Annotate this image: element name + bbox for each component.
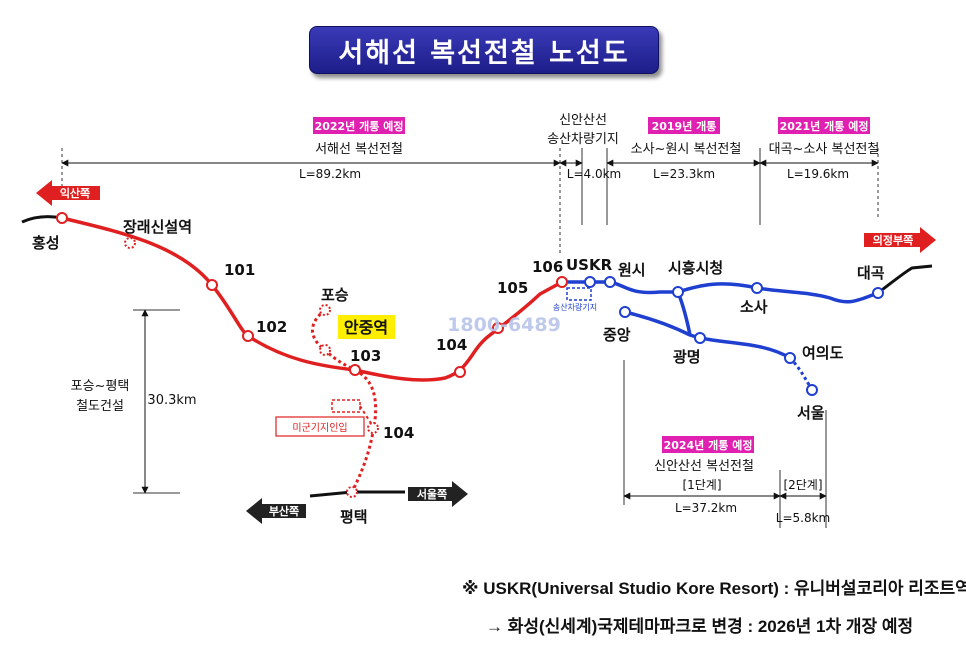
station-hongseong-marker	[56, 212, 68, 224]
station-anjung: 안중역	[344, 318, 388, 337]
section-sosa-wonsi-name: 소사~원시 복선전철	[631, 142, 742, 157]
station-gwangmyeong-marker	[694, 332, 706, 344]
station-anjung-marker	[319, 344, 331, 356]
shinansan-phase2	[788, 356, 814, 391]
station-siheung-marker	[672, 286, 684, 298]
station-seoul-marker	[806, 384, 818, 396]
station-sosa: 소사	[740, 298, 768, 316]
footnote-uskr: ※ USKR(Universal Studio Kore Resort) : 유…	[462, 579, 966, 598]
station-101: 101	[224, 261, 255, 279]
existing-line-east	[877, 264, 933, 295]
usbase-spur	[359, 405, 375, 429]
station-105-marker	[492, 322, 504, 334]
station-103: 103	[350, 347, 381, 365]
usbase-label: 미군기지인입	[292, 421, 347, 434]
station-uskr-marker	[584, 276, 596, 288]
svg-text:의정부쪽: 의정부쪽	[873, 233, 913, 247]
depot-label: 송산차량기지	[553, 302, 597, 312]
poseung-line-length: 30.3km	[147, 393, 196, 408]
station-jungang: 중앙	[603, 326, 631, 344]
badge-2024	[662, 436, 754, 453]
badge-2024-text: 2024년 개통 예정	[664, 438, 753, 452]
usbase-label-box	[275, 416, 365, 437]
station-yeouido: 여의도	[802, 344, 844, 362]
station-104-main: 104	[436, 336, 467, 354]
anjung-highlight	[338, 315, 395, 339]
station-siheung: 시흥시청	[668, 259, 723, 277]
station-daegok-marker	[872, 287, 884, 299]
section-seohae-name: 서해선 복선전철	[315, 142, 403, 157]
station-105: 105	[497, 279, 528, 297]
badge-2019-text: 2019년 개통	[652, 119, 717, 133]
existing-line-west	[21, 215, 63, 224]
badge-2022-text: 2022년 개통 예정	[315, 119, 404, 133]
shinansan-name: 신안산선 복선전철	[654, 459, 754, 474]
station-poseung: 포승	[321, 286, 349, 304]
station-106: 106	[532, 258, 563, 276]
section-daegok-sosa-length: L=19.6km	[787, 167, 849, 181]
shinansan-phase1: [1단계]	[682, 478, 721, 492]
section-dimensions	[61, 148, 879, 255]
shinansan-length-2: L=5.8km	[776, 511, 830, 525]
svg-text:익산쪽: 익산쪽	[60, 186, 90, 200]
station-hongseong: 홍성	[32, 234, 60, 252]
station-101-marker	[206, 279, 218, 291]
svg-text:부산쪽: 부산쪽	[269, 504, 299, 518]
arrow-busan: 부산쪽	[246, 498, 306, 524]
section-seohae-length: L=89.2km	[299, 167, 361, 181]
station-janghang: 장래신설역	[123, 218, 192, 236]
station-pyeongtaek-marker	[346, 486, 358, 498]
poseung-line-name-1: 포승~평택	[71, 379, 130, 394]
station-104-main-marker	[454, 366, 466, 378]
section-daegok-sosa-name: 대곡~소사 복선전철	[769, 142, 880, 157]
badge-2022	[313, 117, 405, 134]
station-pyeongtaek: 평택	[340, 508, 368, 526]
badge-2021	[778, 117, 870, 134]
station-104-marker	[367, 422, 379, 434]
usbase-box	[331, 399, 361, 413]
sosa-wonsi-daegok-line	[562, 280, 879, 304]
arrow-uijeongbu: 의정부쪽	[864, 227, 936, 253]
footnote-theme-park: → 화성(신세계)국제테마파크로 변경 : 2026년 1차 개장 예정	[486, 617, 914, 636]
station-daegok: 대곡	[857, 264, 885, 282]
station-jungang-marker	[619, 306, 631, 318]
shinansan-phase2-label: [2단계]	[783, 478, 822, 492]
section-sosa-wonsi-length: L=23.3km	[653, 167, 715, 181]
section-depot-name: 송산차량기지	[547, 132, 619, 147]
station-seoul: 서울	[797, 404, 825, 422]
station-gwangmyeong: 광명	[673, 348, 701, 366]
station-sosa-marker	[751, 282, 763, 294]
poseung-line-name-2: 철도건설	[76, 399, 124, 414]
station-102: 102	[256, 318, 287, 336]
station-106-marker	[556, 276, 568, 288]
section-shinansan-name: 신안산선	[559, 113, 607, 128]
arrow-iksan: 익산쪽	[36, 180, 100, 206]
station-102-marker	[242, 330, 254, 342]
section-depot-length: L=4.0km	[567, 167, 621, 181]
badge-2019	[648, 117, 720, 134]
station-103-marker	[349, 364, 361, 376]
shinansan-length-1: L=37.2km	[675, 501, 737, 515]
station-uskr: USKR	[566, 256, 613, 274]
station-yeouido-marker	[784, 352, 796, 364]
arrow-seoul: 서울쪽	[408, 481, 468, 507]
station-wonsi: 원시	[618, 261, 646, 279]
station-wonsi-marker	[604, 276, 616, 288]
depot-box	[566, 287, 592, 301]
station-janghang-marker	[124, 237, 136, 249]
page-title: 서해선 복선전철 노선도	[338, 37, 630, 69]
title-banner: 서해선 복선전철 노선도	[309, 26, 659, 74]
watermark: 1800-6489	[447, 314, 561, 336]
svg-text:서울쪽: 서울쪽	[417, 487, 447, 501]
station-104: 104	[383, 424, 414, 442]
seohae-line	[61, 216, 563, 382]
badge-2021-text: 2021년 개통 예정	[780, 119, 869, 133]
shinansan-line	[624, 310, 791, 360]
station-poseung-marker	[319, 304, 331, 316]
